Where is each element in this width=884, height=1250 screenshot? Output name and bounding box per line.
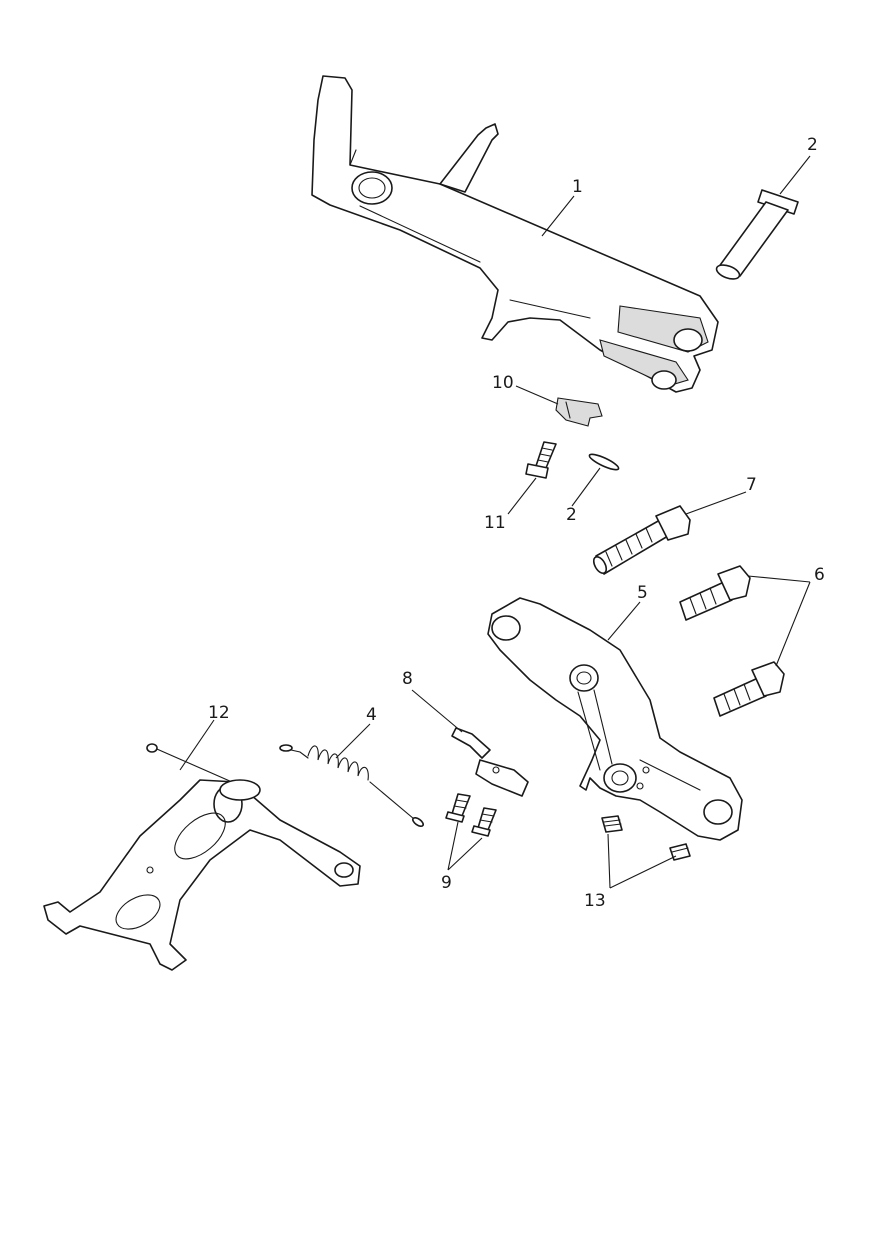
callout-13: 13 <box>584 891 606 911</box>
callout-1: 1 <box>572 177 583 197</box>
callout-7: 7 <box>746 475 757 495</box>
callout-10: 10 <box>492 373 514 393</box>
callout-labels: 1 2 10 2 11 7 6 5 8 4 12 9 13 <box>208 135 825 911</box>
part-small-screw <box>525 441 557 479</box>
part-mounting-bracket <box>487 597 743 841</box>
callout-5: 5 <box>637 583 648 603</box>
part-clip <box>555 397 603 427</box>
callout-9: 9 <box>441 873 452 893</box>
part-switch-bracket <box>43 743 361 971</box>
part-washer <box>588 453 620 471</box>
part-switch-screws <box>445 793 497 837</box>
part-pivot-pin <box>715 189 799 280</box>
part-switch <box>451 727 529 797</box>
part-long-bolt <box>592 505 691 575</box>
callout-8: 8 <box>402 669 413 689</box>
leader-lines <box>179 155 811 889</box>
callout-11: 11 <box>484 513 506 533</box>
callout-4: 4 <box>366 705 377 725</box>
part-bolts-pair <box>679 565 785 717</box>
callout-6: 6 <box>814 565 825 585</box>
part-grub-screws <box>601 815 691 861</box>
callout-12: 12 <box>208 703 230 723</box>
callout-2-pin: 2 <box>807 135 818 155</box>
callout-2-washer: 2 <box>566 505 577 525</box>
part-side-stand <box>311 75 719 393</box>
part-spring <box>279 744 425 828</box>
